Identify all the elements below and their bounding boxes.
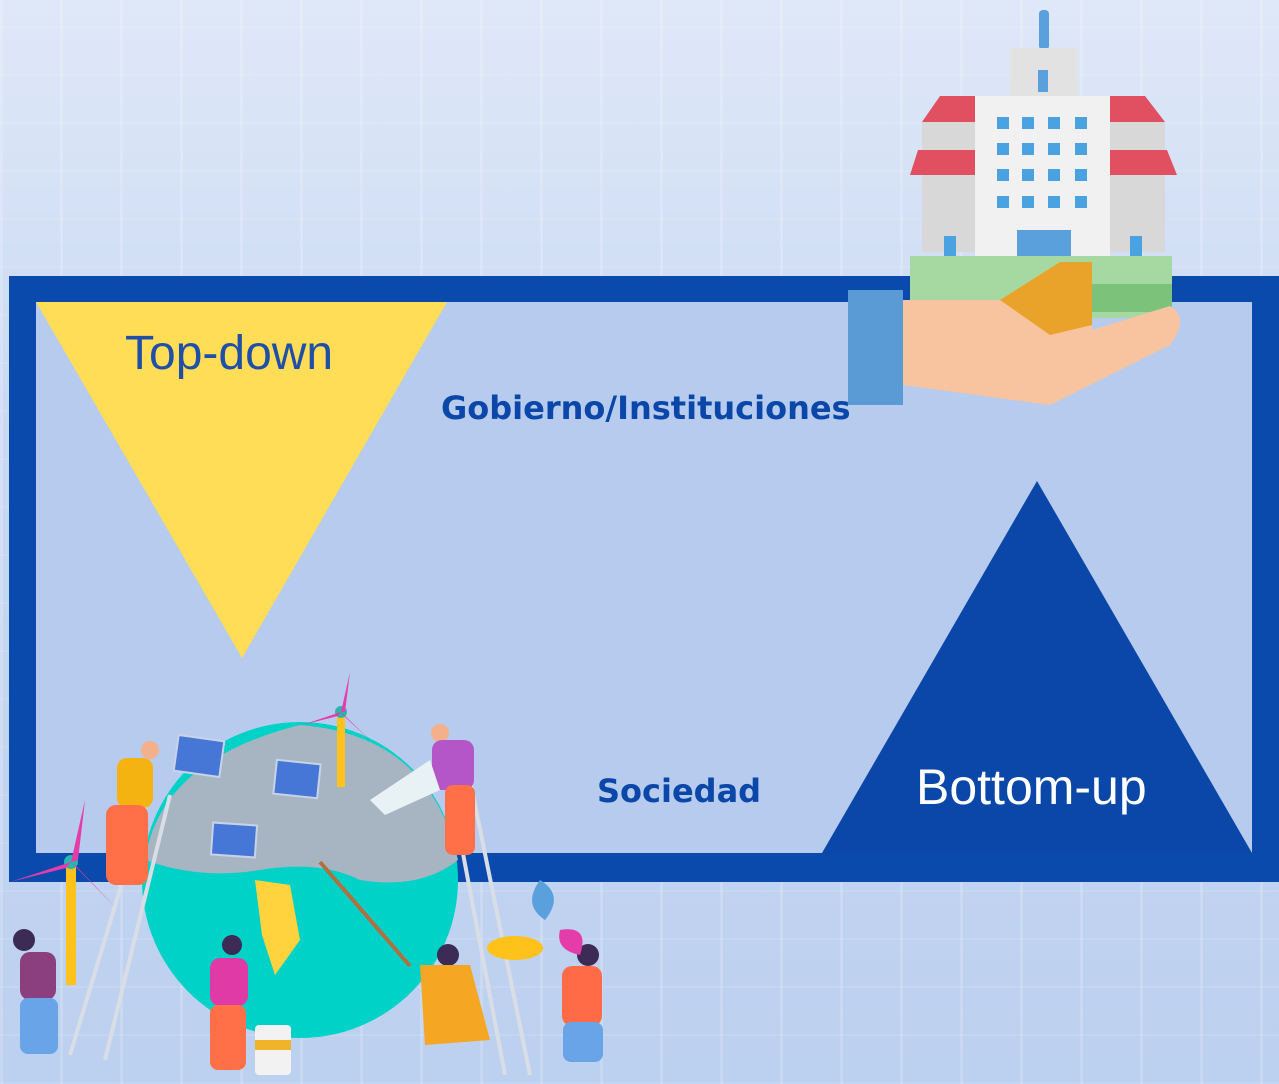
bottom-up-triangle xyxy=(822,481,1252,853)
government-label: Gobierno/Instituciones xyxy=(441,389,851,427)
society-label: Sociedad xyxy=(597,772,762,810)
wind-turbine-icon xyxy=(302,672,372,787)
globe-with-people-illustration xyxy=(10,672,603,1076)
top-down-triangle xyxy=(36,302,447,658)
wind-turbine-icon xyxy=(10,800,118,985)
building-in-hand-icon xyxy=(848,10,1180,405)
bottom-up-label: Bottom-up xyxy=(916,759,1147,815)
top-down-label: Top-down xyxy=(125,327,334,380)
